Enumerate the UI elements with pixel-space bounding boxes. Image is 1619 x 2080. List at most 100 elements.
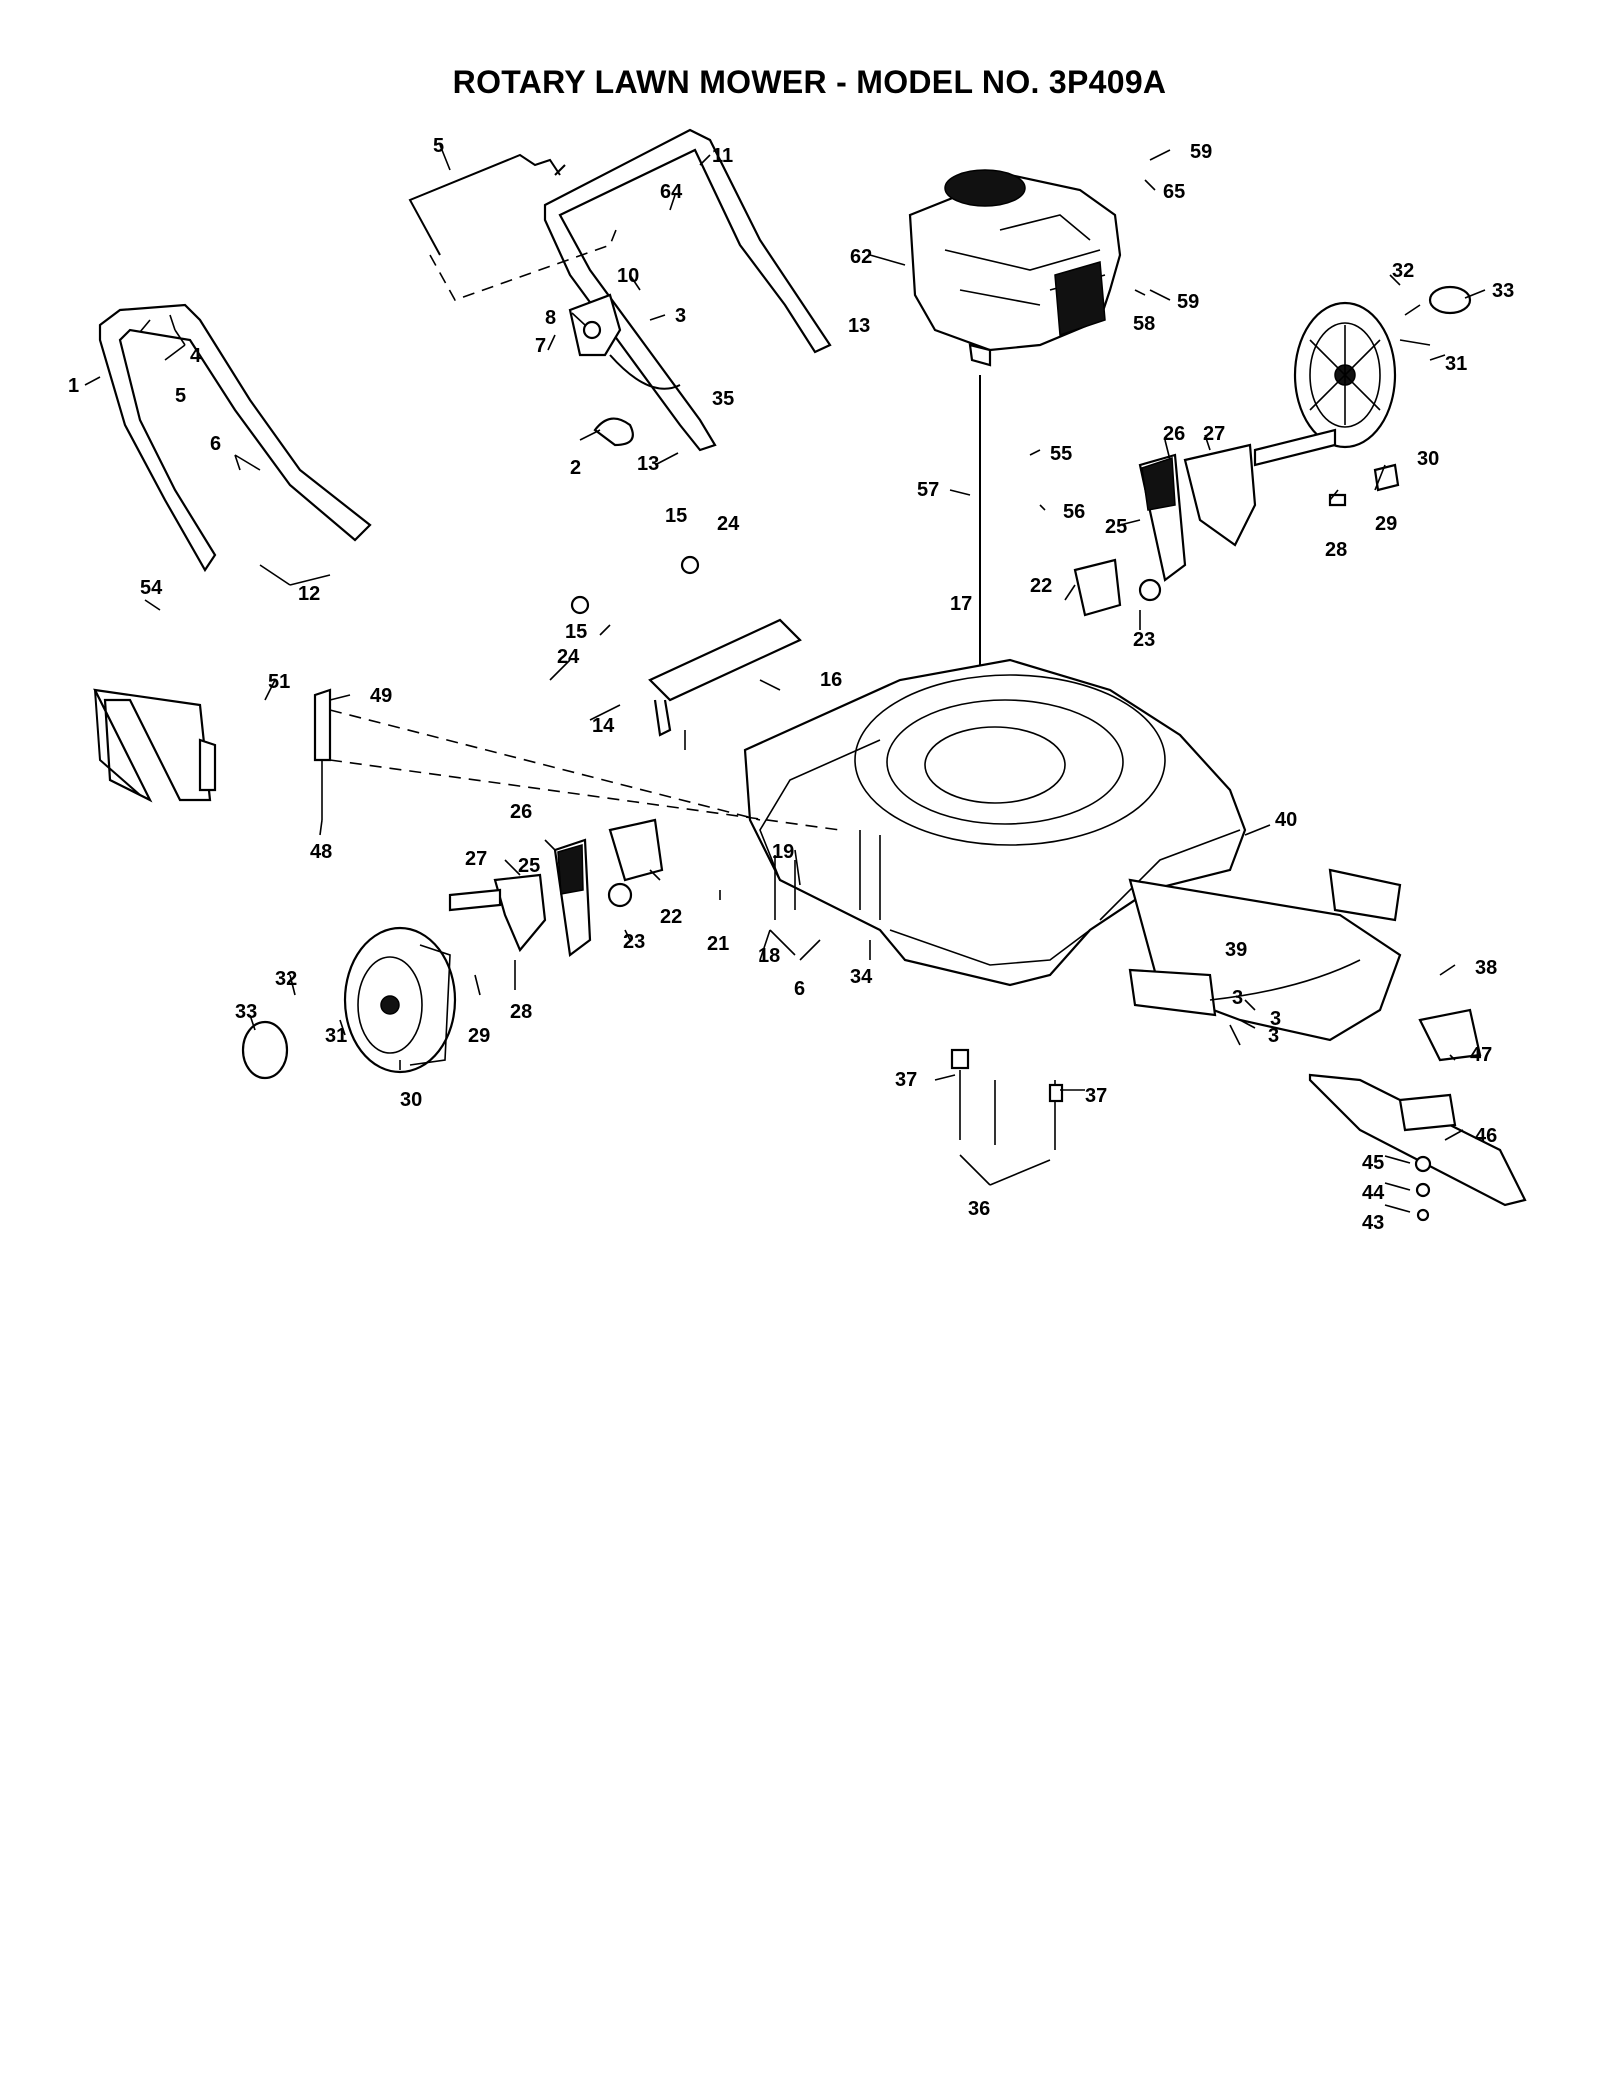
callout-27: 27 [1203, 423, 1225, 445]
leader-lines [84, 144, 1486, 1213]
callout-37: 37 [895, 1069, 917, 1091]
callout-28: 28 [1325, 539, 1347, 561]
engine [908, 169, 1122, 367]
callout-56: 56 [1063, 501, 1085, 523]
wheel-rear-right [1293, 301, 1397, 449]
callout-30: 30 [400, 1089, 422, 1111]
lower-handle [98, 303, 372, 573]
rear-door-hinge [313, 688, 332, 820]
callout-31: 31 [325, 1025, 347, 1047]
callout-48: 48 [310, 841, 332, 863]
cable-bracket [568, 293, 681, 447]
callout-46: 46 [1475, 1125, 1497, 1147]
callout-26: 26 [1163, 423, 1185, 445]
callout-28: 28 [510, 1001, 532, 1023]
callout-22: 22 [1030, 575, 1052, 597]
callout-29: 29 [468, 1025, 490, 1047]
callout-3: 3 [1268, 1025, 1279, 1047]
callout-18: 18 [758, 945, 780, 967]
rear-baffle [648, 618, 802, 737]
callout-7: 7 [535, 335, 546, 357]
callout-31: 31 [1445, 353, 1467, 375]
callout-21: 21 [707, 933, 729, 955]
height-adjuster-rear [1073, 428, 1337, 617]
callout-54: 54 [140, 577, 163, 599]
callout-6: 6 [210, 433, 221, 455]
callout-1: 1 [68, 375, 79, 397]
callout-39: 39 [1225, 939, 1247, 961]
callout-59: 59 [1190, 141, 1212, 163]
mower-deck [743, 658, 1247, 987]
callout-45: 45 [1362, 1152, 1384, 1174]
wheel-front-left [343, 926, 457, 1074]
callout-59: 59 [1177, 291, 1199, 313]
callout-32: 32 [275, 968, 297, 990]
hinge-dashed-line-2 [329, 759, 841, 831]
deflector-shield [1128, 868, 1402, 1017]
callout-32: 32 [1392, 260, 1414, 282]
callout-3: 3 [675, 305, 686, 327]
hubcap [1428, 285, 1472, 315]
callout-38: 38 [1475, 957, 1497, 979]
callout-55: 55 [1050, 443, 1072, 465]
callout-17: 17 [950, 593, 972, 615]
callout-10: 10 [617, 265, 639, 287]
callout-11: 11 [712, 145, 733, 167]
callout-23: 23 [623, 931, 645, 953]
hinge-dashed-line [329, 709, 761, 821]
callout-33: 33 [235, 1001, 257, 1023]
hubcap [241, 1020, 289, 1080]
callout-14: 14 [592, 715, 615, 737]
callout-35: 35 [712, 388, 734, 410]
callout-3: 3 [1270, 1008, 1281, 1030]
callout-13: 13 [848, 315, 870, 337]
callout-8: 8 [545, 307, 556, 329]
blade-assembly [1308, 1008, 1527, 1222]
callout-43: 43 [1362, 1212, 1384, 1234]
callout-23: 23 [1133, 629, 1155, 651]
fasteners [570, 463, 1400, 1150]
upper-handle [543, 128, 832, 452]
callout-24: 24 [717, 513, 740, 535]
callout-47: 47 [1470, 1044, 1492, 1066]
callout-33: 33 [1492, 280, 1514, 302]
callout-36: 36 [968, 1198, 990, 1220]
callout-4: 4 [190, 345, 202, 367]
callout-3: 3 [1232, 987, 1243, 1009]
callout-19: 19 [772, 841, 794, 863]
callout-49: 49 [370, 685, 392, 707]
callout-16: 16 [820, 669, 842, 691]
callout-24: 24 [557, 646, 580, 668]
callout-13: 13 [637, 453, 659, 475]
grass-catcher [93, 688, 217, 803]
control-bail [408, 153, 619, 301]
callout-5: 5 [433, 135, 444, 157]
callout-12: 12 [298, 583, 320, 605]
callout-64: 64 [660, 181, 683, 203]
callout-labels: 1 2 3 3 3 3 4 5 5 6 6 7 8 10 11 12 13 13… [68, 135, 1514, 1234]
callout-6: 6 [794, 978, 805, 1000]
callout-25: 25 [1105, 516, 1127, 538]
callout-30: 30 [1417, 448, 1439, 470]
callout-51: 51 [268, 671, 290, 693]
callout-37: 37 [1085, 1085, 1107, 1107]
callout-15: 15 [565, 621, 587, 643]
callout-57: 57 [917, 479, 939, 501]
page-title: ROTARY LAWN MOWER - MODEL NO. 3P409A [452, 64, 1167, 100]
callout-2: 2 [570, 457, 581, 479]
callout-5: 5 [175, 385, 186, 407]
callout-29: 29 [1375, 513, 1397, 535]
callout-15: 15 [665, 505, 687, 527]
callout-58: 58 [1133, 313, 1155, 335]
callout-22: 22 [660, 906, 682, 928]
callout-26: 26 [510, 801, 532, 823]
callout-27: 27 [465, 848, 487, 870]
callout-62: 62 [850, 246, 872, 268]
callout-44: 44 [1362, 1182, 1385, 1204]
callout-40: 40 [1275, 809, 1297, 831]
callout-34: 34 [850, 966, 873, 988]
height-adjuster-front [448, 818, 664, 957]
callout-25: 25 [518, 855, 540, 877]
callout-65: 65 [1163, 181, 1185, 203]
